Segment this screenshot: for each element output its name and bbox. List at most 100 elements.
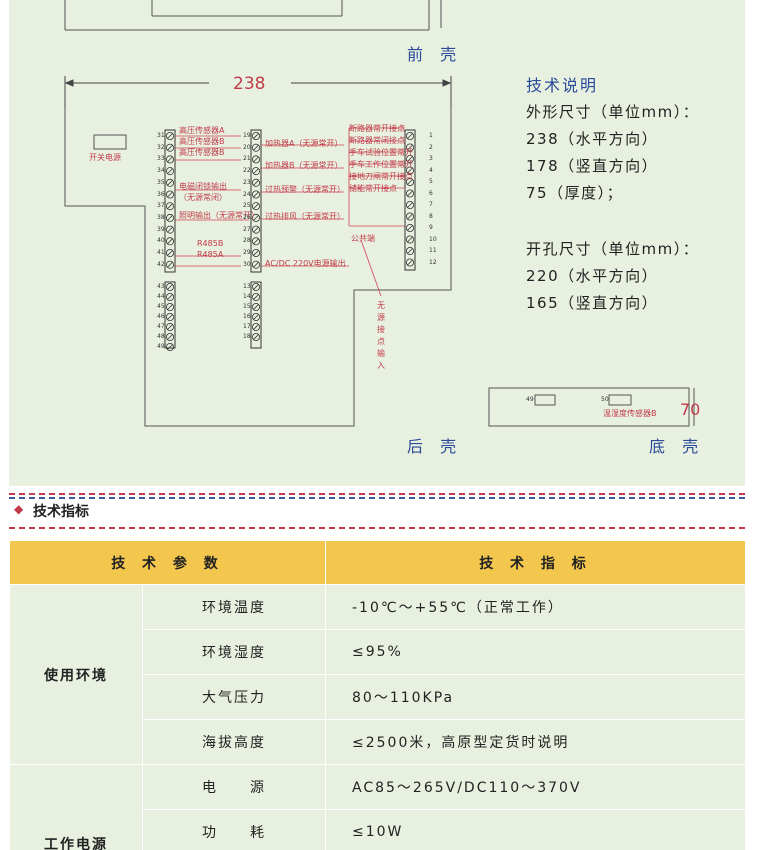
pin-number: 37 <box>157 202 165 210</box>
terminal-screw-slot <box>407 190 413 197</box>
pin-number: 22 <box>243 167 251 175</box>
terminal-screw-slot <box>253 191 259 198</box>
terminal-screw <box>405 131 414 140</box>
terminal-screw <box>165 167 174 176</box>
terminal-screw-slot <box>253 203 259 209</box>
bottom-shell-label: 底 壳 <box>649 437 705 456</box>
terminal-screw-slot <box>407 156 413 162</box>
red-wiring <box>175 127 405 297</box>
terminal-screw-slot <box>167 168 173 174</box>
terminal-screw <box>405 166 414 175</box>
right-label: 手车试验位置常开 <box>349 148 413 157</box>
left-label: 高压传感器B <box>179 137 225 146</box>
value-cell: -10℃～+55℃（正常工作） <box>325 584 746 630</box>
terminal-screw <box>251 282 260 291</box>
terminal-screw-slot <box>253 215 259 221</box>
terminal-screw-slot <box>253 304 259 310</box>
right-label: 断路器常开接点 <box>349 124 405 133</box>
pin-number: 30 <box>243 260 251 268</box>
terminal-screw <box>165 292 174 301</box>
pin-number: 5 <box>429 178 433 185</box>
left-label: R485B <box>197 239 224 248</box>
terminal-screw <box>165 131 174 140</box>
pin-number: 29 <box>243 249 251 256</box>
terminal-screw-slot <box>253 334 259 340</box>
pin-number: 35 <box>157 178 165 186</box>
terminal-screw-slot <box>167 226 173 233</box>
param-cell: 海拔高度 <box>142 719 326 765</box>
pin-number: 36 <box>157 190 165 198</box>
diamond-icon: ◆ <box>14 502 24 516</box>
terminal-screw-slot <box>167 334 173 340</box>
terminal-screw <box>165 248 174 257</box>
terminal-screw-slot <box>407 236 413 243</box>
terminal-screw-slot <box>167 238 173 245</box>
terminal-screw-slot <box>253 226 259 233</box>
pin-number: 6 <box>429 189 433 197</box>
terminal-screw-slot <box>253 180 259 186</box>
param-cell: 功 耗 <box>142 809 326 850</box>
terminal-screw-slot <box>253 294 259 300</box>
terminal-screw-slot <box>167 156 173 163</box>
right-label: 储能常开接点 <box>349 184 397 193</box>
pin-number: 45 <box>157 303 165 310</box>
terminal-screw <box>165 260 174 269</box>
terminal-screw <box>405 258 414 267</box>
param-cell: 大气压力 <box>142 674 326 720</box>
bottom-stripe <box>9 527 745 529</box>
terminal-circles <box>165 131 414 351</box>
section-title: 技术指标 <box>33 504 89 520</box>
left-label: 高压传感器B <box>179 148 225 157</box>
top-stripe-2 <box>9 497 745 499</box>
terminal-screw-slot <box>407 144 413 151</box>
pin-number: 33 <box>157 155 165 163</box>
left-label: 高压传感器A <box>179 126 225 135</box>
width-dimension-label: 238 <box>233 74 266 94</box>
table-row: 工作电源 电 源 AC85～265V/DC110～370V <box>9 764 746 850</box>
pin-number: 28 <box>243 237 251 245</box>
mid-label: 加热器B（无源常开） <box>265 161 343 170</box>
left-label: R485A <box>197 250 224 259</box>
terminal-screw-slot <box>407 202 413 208</box>
front-shell-label: 前 壳 <box>407 45 463 64</box>
right-label: 手车工作位置常开 <box>349 160 413 169</box>
terminal-screw-slot <box>167 250 173 256</box>
section-header: ◆ 技术指标 <box>9 493 745 531</box>
terminal-screw <box>165 143 174 152</box>
terminal-screw-slot <box>167 215 173 221</box>
value-cell: ≤10W <box>325 809 746 850</box>
sensor-label: 温湿度传感器B <box>603 409 657 418</box>
right-label: 断路器常闭接点 <box>349 136 405 145</box>
terminal-screw <box>165 282 174 291</box>
pin-number: 49 <box>157 343 165 350</box>
bottom-shell-outline <box>488 387 695 427</box>
terminal-screw-slot <box>167 261 173 268</box>
pin-number: 4 <box>429 166 433 174</box>
outer-size-line: 75（厚度）； <box>526 184 624 202</box>
front-shell-outline <box>64 0 442 31</box>
terminal-screw <box>405 212 414 221</box>
mid-label: 加热器A（无源常开） <box>265 139 343 148</box>
terminal-screw-slot <box>167 344 173 350</box>
terminal-screw <box>405 177 414 186</box>
pin-number: 12 <box>429 258 437 266</box>
terminal-screw-slot <box>407 167 413 174</box>
terminal-screw-slot <box>407 259 413 266</box>
table-row: 大气压力 80～110KPa <box>10 674 746 720</box>
terminal-screw <box>251 167 260 176</box>
table-row: 使用环境 环境温度 -10℃～+55℃（正常工作） <box>9 584 746 765</box>
terminal-screw <box>405 154 414 163</box>
terminal-screw <box>251 292 260 301</box>
terminal-screw-slot <box>167 284 173 290</box>
common-terminal-label: 公共端 <box>351 234 375 243</box>
pin-number: 38 <box>157 213 165 221</box>
right-label-column: 断路器常开接点 断路器常闭接点 手车试验位置常开 手车工作位置常开 接地刀闸常开… <box>349 123 413 195</box>
terminal-screw-slot <box>167 191 173 198</box>
table-row: 功 耗 ≤10W <box>10 809 746 850</box>
terminal-screw-slot <box>253 133 259 139</box>
right-label: 接地刀闸常开接点 <box>349 172 413 181</box>
terminal-screw-slot <box>407 225 413 231</box>
mid-label: 过热预警（无源常开） <box>265 185 345 194</box>
pin-number: 24 <box>243 190 251 198</box>
value-cell: 80～110KPa <box>325 674 746 720</box>
